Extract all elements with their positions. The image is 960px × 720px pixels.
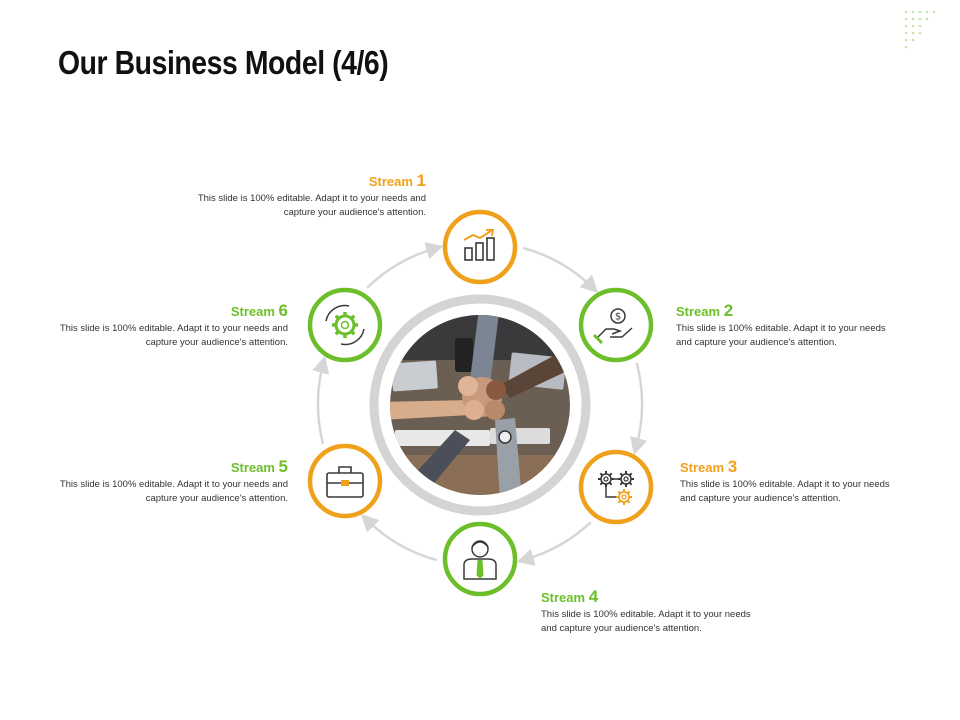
stream-2-heading: Stream 2	[676, 302, 898, 321]
center-photo	[369, 294, 591, 516]
briefcase-icon	[326, 466, 364, 498]
stream-3-node	[578, 449, 654, 525]
decor-dot	[918, 24, 922, 28]
decor-dot	[911, 10, 915, 14]
stream-3-number: 3	[727, 457, 738, 476]
stream-1-heading: Stream 1	[186, 172, 426, 191]
decor-dot	[904, 45, 908, 49]
stream-4-node	[442, 521, 518, 597]
decor-dot	[918, 17, 922, 21]
connector-arrow-6	[366, 242, 444, 289]
center-ring	[369, 294, 591, 516]
stream-3-word: Stream	[680, 460, 725, 475]
stream-5-word: Stream	[230, 460, 275, 475]
decor-dot	[911, 24, 915, 28]
stream-1-word: Stream	[368, 174, 413, 189]
decor-dot	[918, 10, 922, 14]
stream-4-label: Stream 4 This slide is 100% editable. Ad…	[541, 588, 763, 635]
connector-arrow-2	[630, 362, 648, 456]
decor-dot	[904, 17, 908, 21]
decor-dot	[911, 38, 915, 42]
stream-1-description: This slide is 100% editable. Adapt it to…	[197, 193, 426, 218]
stream-2-ring	[578, 287, 654, 363]
stream-4-description: This slide is 100% editable. Adapt it to…	[541, 609, 751, 634]
stream-2-label: Stream 2 This slide is 100% editable. Ad…	[676, 302, 898, 349]
businessman-icon	[463, 540, 497, 580]
stream-2-word: Stream	[676, 304, 721, 319]
decor-dot	[932, 10, 936, 14]
stream-2-number: 2	[723, 301, 734, 320]
decorative-dot-pattern	[904, 10, 936, 49]
stream-3-label: Stream 3 This slide is 100% editable. Ad…	[680, 458, 902, 505]
stream-6-description: This slide is 100% editable. Adapt it to…	[59, 323, 288, 348]
stream-5-label: Stream 5 This slide is 100% editable. Ad…	[48, 458, 288, 505]
decor-dot	[911, 17, 915, 21]
stream-2-node: $	[578, 287, 654, 363]
stream-1-ring	[442, 209, 518, 285]
stream-3-heading: Stream 3	[680, 458, 902, 477]
decor-dot	[925, 10, 929, 14]
stream-5-description: This slide is 100% editable. Adapt it to…	[59, 479, 288, 504]
svg-text:$: $	[615, 312, 621, 323]
connector-arrow-1	[522, 246, 599, 294]
decor-dot	[904, 38, 908, 42]
decor-dot	[904, 31, 908, 35]
dollar-hand-icon: $	[592, 308, 633, 345]
stream-6-label: Stream 6 This slide is 100% editable. Ad…	[48, 302, 288, 349]
stream-6-heading: Stream 6	[48, 302, 288, 321]
stream-5-node	[307, 443, 383, 519]
decor-dot	[918, 31, 922, 35]
stream-6-node	[307, 287, 383, 363]
stream-6-word: Stream	[230, 304, 275, 319]
stream-1-label: Stream 1 This slide is 100% editable. Ad…	[186, 172, 426, 219]
stream-1-node	[442, 209, 518, 285]
stream-2-description: This slide is 100% editable. Adapt it to…	[676, 323, 886, 348]
connector-arrows	[312, 242, 648, 566]
connector-arrow-5	[312, 355, 330, 445]
stream-6-number: 6	[278, 301, 288, 320]
stream-4-heading: Stream 4	[541, 588, 763, 607]
stream-4-number: 4	[588, 587, 599, 606]
stream-5-number: 5	[278, 457, 288, 476]
gear-cycle-icon	[325, 304, 365, 346]
bar-chart-growth-icon	[463, 229, 495, 261]
stream-5-heading: Stream 5	[48, 458, 288, 477]
stream-4-word: Stream	[541, 590, 586, 605]
decor-dot	[925, 17, 929, 21]
connector-arrow-4	[360, 513, 438, 562]
stream-3-ring	[578, 449, 654, 525]
stream-nodes: $	[307, 209, 654, 597]
stream-3-description: This slide is 100% editable. Adapt it to…	[680, 479, 890, 504]
gears-process-icon	[598, 471, 634, 505]
decor-dot	[904, 10, 908, 14]
decor-dot	[904, 24, 908, 28]
stream-1-number: 1	[416, 171, 426, 190]
decor-dot	[911, 31, 915, 35]
connector-arrow-3	[516, 521, 592, 566]
page-title: Our Business Model (4/6)	[58, 44, 389, 81]
